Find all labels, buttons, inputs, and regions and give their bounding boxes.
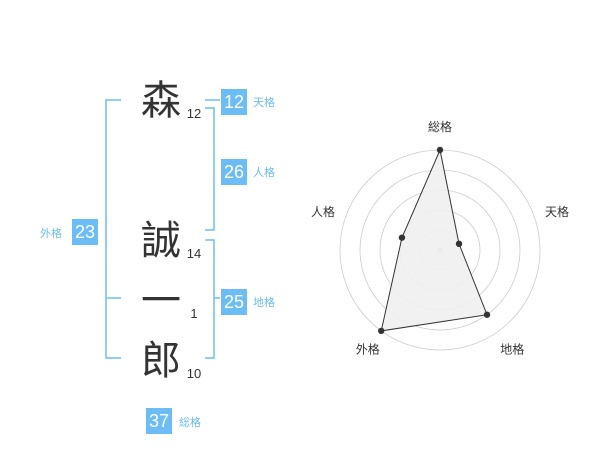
jinkaku-label: 人格: [253, 166, 275, 179]
name-char-1-strokes: 12: [186, 106, 202, 121]
radar-axis-label-3: 地格: [500, 342, 524, 357]
jinkaku-value-badge: 26: [221, 159, 247, 185]
name-char-1: 森: [141, 78, 181, 124]
radar-data-polygon: [380, 148, 488, 332]
chikaku-label: 地格: [253, 296, 275, 309]
radar-point-4: [378, 327, 385, 335]
name-char-3: 一: [141, 278, 181, 324]
name-char-4: 郎: [141, 338, 181, 384]
radar-point-3: [483, 311, 491, 318]
name-char-3-strokes: 1: [190, 306, 198, 321]
name-char-2-strokes: 14: [186, 246, 202, 261]
radar-point-1: [436, 146, 444, 154]
radar-axis-label-2: 天格: [545, 204, 569, 219]
tenkaku-label: 天格: [253, 96, 275, 109]
gaikaku-label: 外格: [40, 227, 62, 240]
tenkaku-value-badge: 12: [221, 89, 247, 115]
name-char-2: 誠: [141, 218, 181, 264]
soukaku-label: 総格: [179, 416, 201, 429]
radar-point-2: [455, 240, 463, 248]
radar-axis-label-5: 人格: [311, 204, 335, 219]
soukaku-value-badge: 37: [146, 408, 172, 434]
radar-point-5: [398, 234, 406, 241]
name-char-4-strokes: 10: [186, 366, 202, 381]
radar-axis-label-1: 総格: [428, 119, 452, 134]
chikaku-value-badge: 25: [221, 289, 247, 315]
gaikaku-value-badge: 23: [72, 219, 98, 245]
radar-axis-label-4: 外格: [356, 342, 380, 357]
